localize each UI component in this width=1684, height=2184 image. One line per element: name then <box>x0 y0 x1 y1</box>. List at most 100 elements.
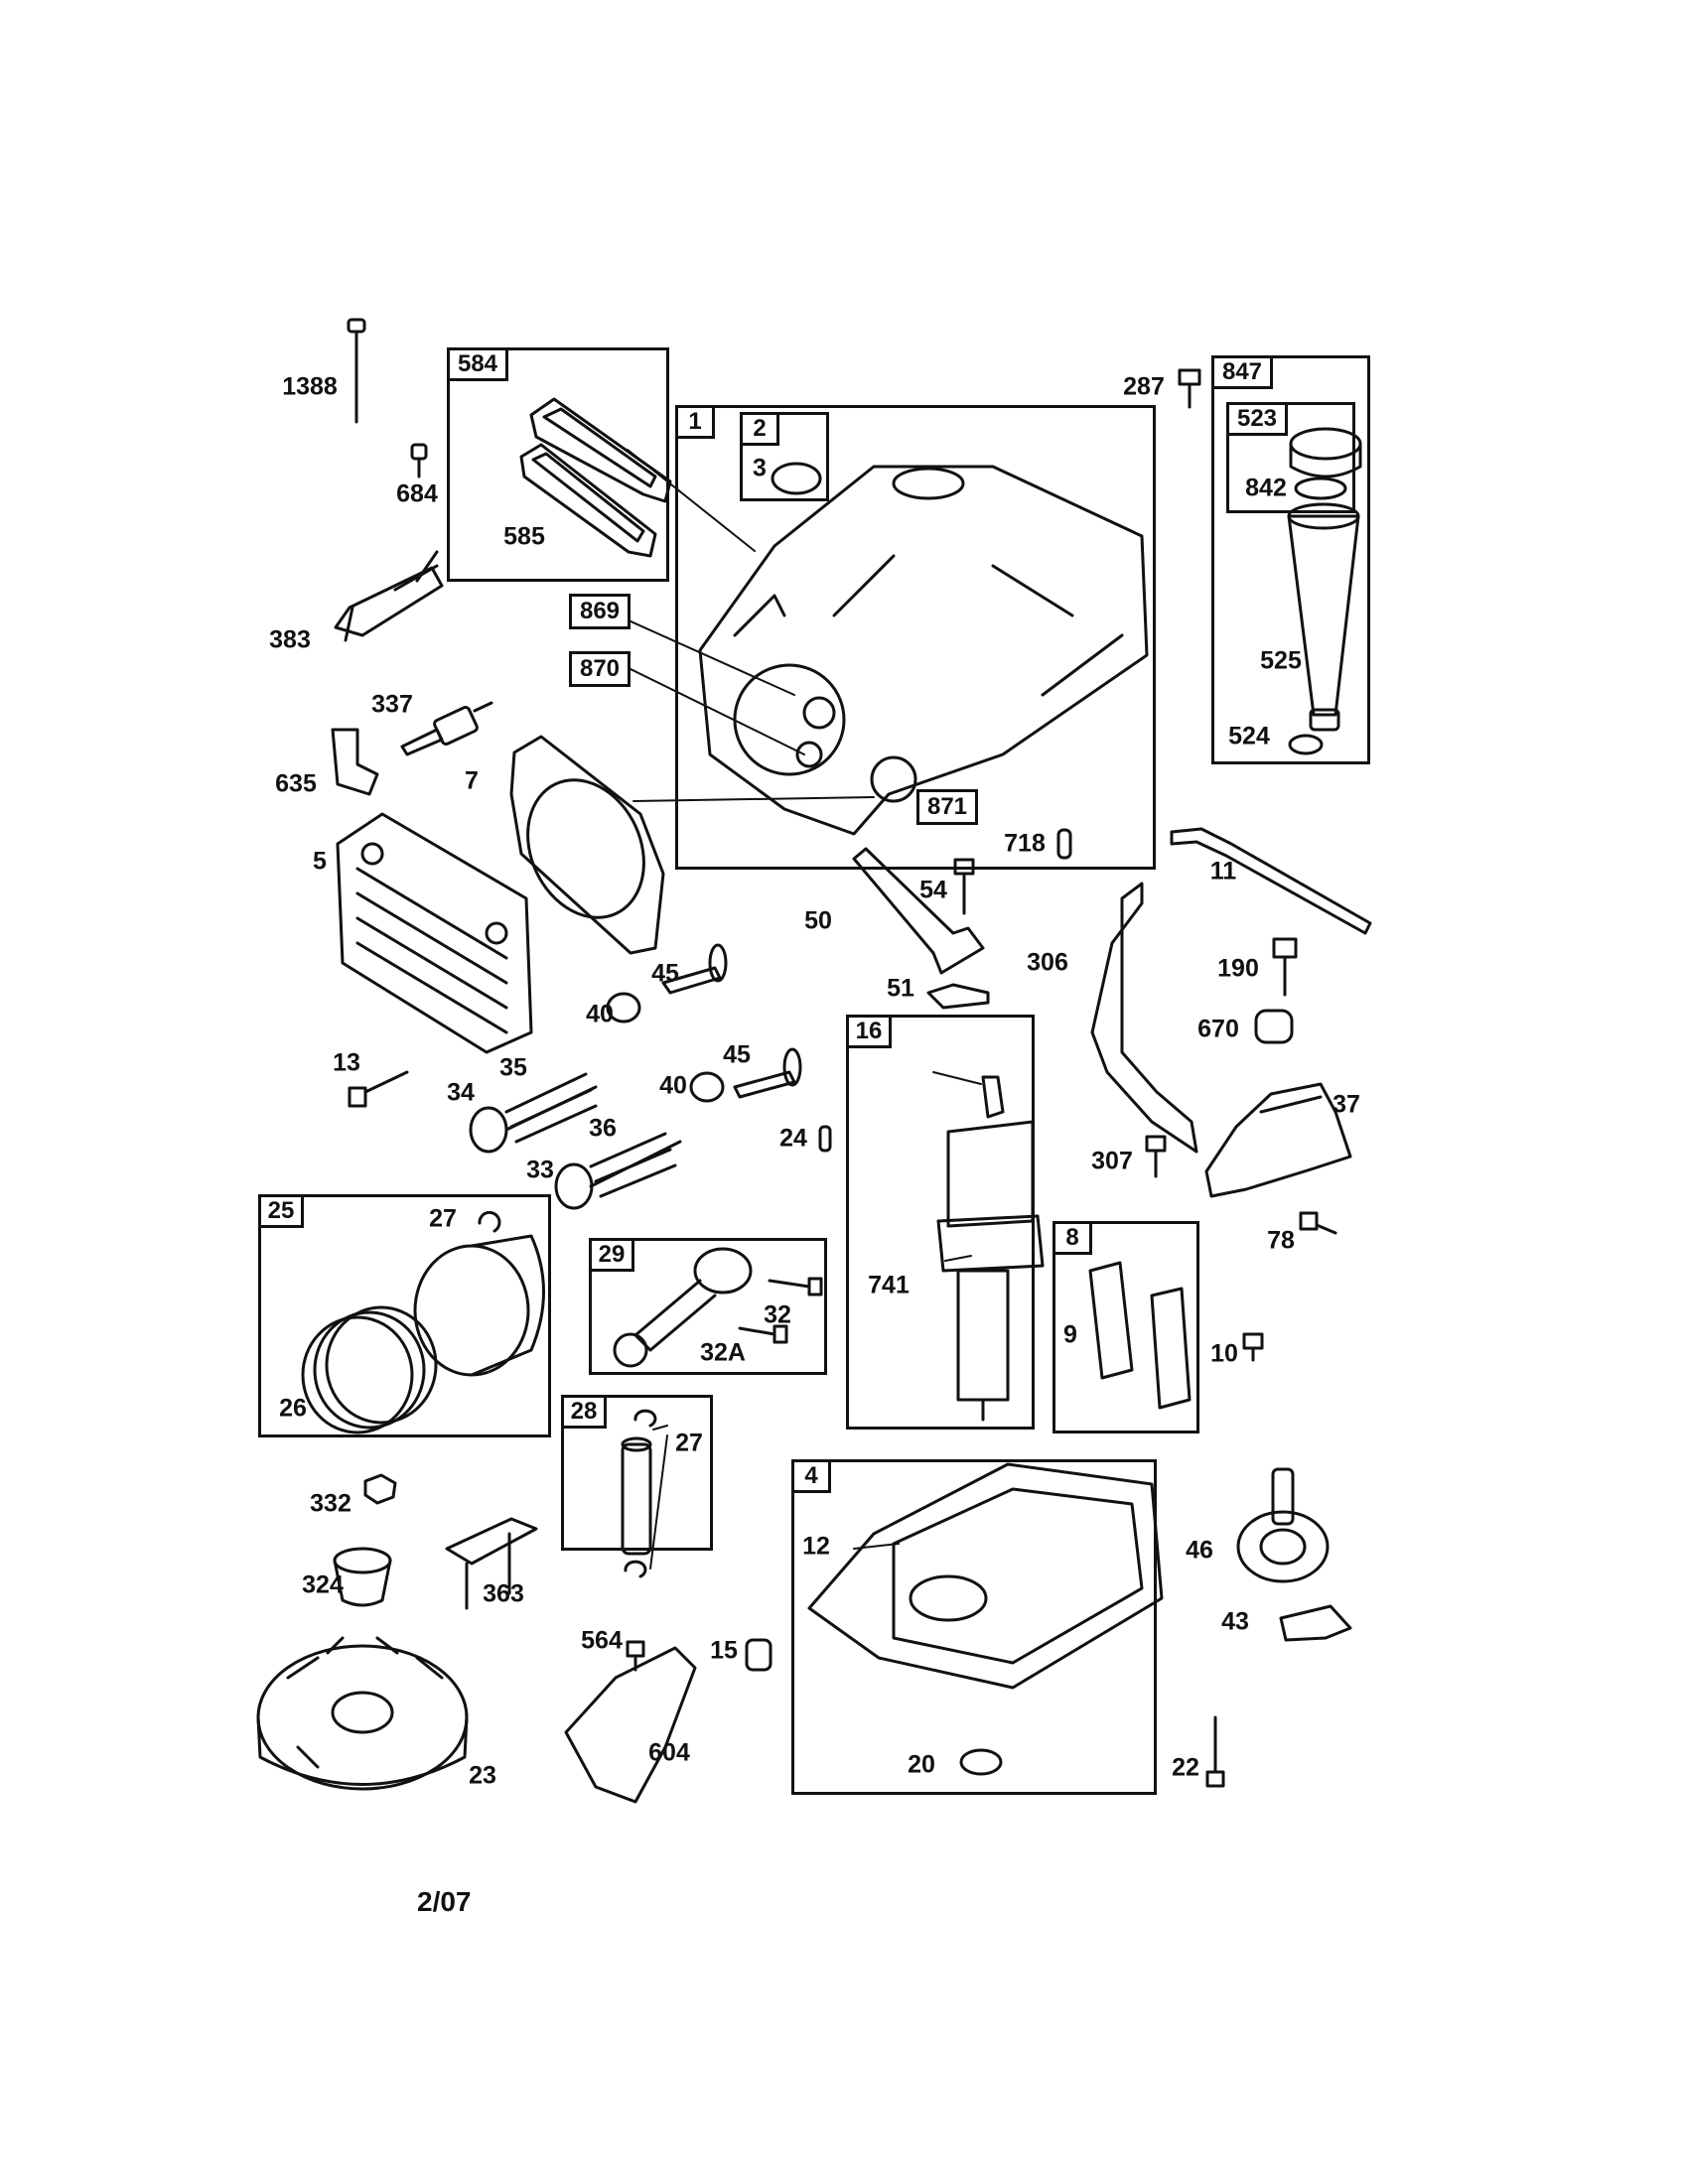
group-box-2 <box>740 412 829 501</box>
piston-27-drawing <box>413 1234 545 1377</box>
part-label-40-lower: 40 <box>659 1071 687 1100</box>
nut-332-drawing <box>363 1473 397 1505</box>
part-label-32: 32 <box>764 1300 791 1329</box>
o-ring-524-drawing <box>1288 734 1324 755</box>
part-label-54: 54 <box>919 876 947 904</box>
group-tag-870: 870 <box>569 651 631 687</box>
part-label-604: 604 <box>648 1738 690 1767</box>
shroud-604-drawing <box>564 1646 697 1804</box>
seal-20-drawing <box>959 1748 1003 1776</box>
governor-43-drawing <box>1279 1604 1352 1642</box>
part-label-20: 20 <box>908 1750 935 1779</box>
crankcase-1-drawing <box>698 465 1149 836</box>
screw-13-drawing <box>348 1070 409 1108</box>
part-label-13: 13 <box>333 1048 360 1077</box>
part-label-78: 78 <box>1267 1226 1295 1255</box>
screw-684-drawing <box>410 443 428 478</box>
gear-46-drawing <box>1236 1467 1330 1583</box>
connecting-rod-29-drawing <box>613 1247 753 1368</box>
group-tag-28: 28 <box>561 1395 607 1429</box>
piston-rings-26-drawing <box>301 1305 438 1434</box>
part-label-27-piston: 27 <box>429 1204 457 1233</box>
group-box-584 <box>447 347 669 582</box>
part-label-190: 190 <box>1217 954 1259 983</box>
spark-plug-337-drawing <box>400 701 493 756</box>
part-label-45-upper: 45 <box>651 959 679 988</box>
bolt-287-drawing <box>1178 368 1201 409</box>
bolt-22-drawing <box>1205 1715 1225 1788</box>
group-tag-2: 2 <box>740 412 779 446</box>
part-label-684: 684 <box>396 479 438 508</box>
part-label-36: 36 <box>589 1114 617 1143</box>
group-tag-25: 25 <box>258 1194 304 1228</box>
part-label-51: 51 <box>887 974 914 1003</box>
part-label-842: 842 <box>1245 474 1287 502</box>
part-label-307: 307 <box>1091 1147 1133 1175</box>
part-label-5: 5 <box>313 847 327 876</box>
dipstick-tube-525-drawing <box>1287 502 1360 732</box>
group-box-523 <box>1226 402 1355 513</box>
part-label-32A: 32A <box>700 1338 746 1367</box>
part-label-9: 9 <box>1063 1320 1077 1349</box>
part-label-324: 324 <box>302 1570 344 1599</box>
group-box-847 <box>1211 355 1370 764</box>
part-label-27-pin: 27 <box>675 1429 703 1457</box>
part-label-564: 564 <box>581 1626 623 1655</box>
part-label-741: 741 <box>868 1271 910 1299</box>
spark-boot-635-drawing <box>331 728 379 796</box>
part-label-22: 22 <box>1172 1753 1199 1782</box>
screw-10-drawing <box>1242 1332 1264 1362</box>
part-label-1388: 1388 <box>282 372 338 401</box>
cover-37-drawing <box>1204 1082 1352 1198</box>
flywheel-23-drawing <box>256 1636 469 1791</box>
group-tag-29: 29 <box>589 1238 634 1272</box>
clutch-324-drawing <box>333 1547 392 1607</box>
bracket-363-drawing <box>445 1517 538 1610</box>
valve-guide-45-drawing <box>661 943 802 1099</box>
part-label-12: 12 <box>802 1532 830 1561</box>
part-label-337: 337 <box>371 690 413 719</box>
group-tag-16: 16 <box>846 1015 892 1048</box>
part-label-46: 46 <box>1186 1536 1213 1565</box>
part-label-524: 524 <box>1228 722 1270 751</box>
part-label-50: 50 <box>804 906 832 935</box>
part-label-24: 24 <box>779 1124 807 1153</box>
part-label-3: 3 <box>753 454 767 482</box>
part-label-40-upper: 40 <box>586 1000 614 1028</box>
part-label-383: 383 <box>269 625 311 654</box>
part-label-45-lower: 45 <box>723 1040 751 1069</box>
head-gasket-7-drawing <box>509 735 665 955</box>
part-label-33: 33 <box>526 1156 554 1184</box>
screw-1388-drawing <box>347 318 366 424</box>
rod-11-drawing <box>1170 827 1372 935</box>
breather-tube-383-drawing <box>334 550 444 642</box>
group-tag-871: 871 <box>916 789 978 825</box>
part-label-34: 34 <box>447 1078 475 1107</box>
shield-306-drawing <box>1090 882 1198 1154</box>
part-label-10: 10 <box>1210 1339 1238 1368</box>
group-tag-8: 8 <box>1052 1221 1092 1255</box>
leader-lines <box>627 449 982 1570</box>
valve-spring-35-drawing <box>469 1072 598 1154</box>
part-label-363: 363 <box>483 1579 524 1608</box>
part-label-7: 7 <box>465 766 479 795</box>
part-label-23: 23 <box>469 1761 496 1790</box>
pin-718-drawing <box>1056 828 1072 860</box>
gasket-584-drawing <box>519 397 672 558</box>
part-label-26: 26 <box>279 1394 307 1423</box>
valve-seal-40-drawing <box>606 992 725 1103</box>
part-label-635: 635 <box>275 769 317 798</box>
group-box-1 <box>675 405 1156 870</box>
bolt-190-drawing <box>1272 937 1298 997</box>
dipstick-cap-523-drawing <box>1289 427 1362 500</box>
group-box-4 <box>791 1459 1157 1795</box>
group-box-16 <box>846 1015 1035 1430</box>
part-label-43: 43 <box>1221 1607 1249 1636</box>
part-label-15: 15 <box>710 1636 738 1665</box>
wrist-pin-28-drawing <box>621 1436 652 1556</box>
seal-3-drawing <box>771 462 822 495</box>
bushing-670-drawing <box>1254 1009 1294 1044</box>
revision-date-code: 2/07 <box>417 1886 472 1917</box>
part-label-287: 287 <box>1123 372 1165 401</box>
group-tag-847: 847 <box>1211 355 1273 389</box>
